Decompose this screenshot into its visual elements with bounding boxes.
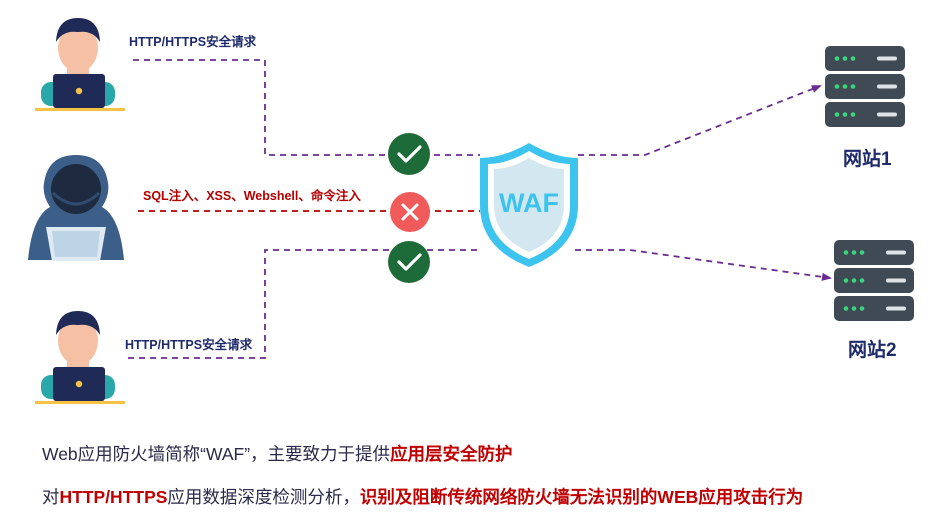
bottom-request-label: HTTP/HTTPS安全请求 xyxy=(125,338,253,352)
site-1-label: 网站1 xyxy=(843,149,892,170)
caption-line-2: 对HTTP/HTTPS应用数据深度检测分析，识别及阻断传统网络防火墙无法识别的W… xyxy=(42,484,803,509)
server-2-icon xyxy=(834,240,914,321)
user-bottom-icon xyxy=(35,311,125,404)
caption-2-emphasis-2: 识别及阻断传统网络防火墙无法识别的WEB应用攻击行为 xyxy=(359,487,804,507)
allow-check-top-icon xyxy=(388,133,430,175)
attack-label: SQL注入、XSS、Webshell、命令注入 xyxy=(143,189,361,203)
caption-2-text-b: 应用数据深度检测分析， xyxy=(167,487,360,507)
server-1-icon xyxy=(825,46,905,127)
hacker-icon xyxy=(28,155,124,261)
caption-line-1: Web应用防火墙简称“WAF”，主要致力于提供应用层安全防护 xyxy=(42,441,513,466)
top-request-label: HTTP/HTTPS安全请求 xyxy=(129,35,257,49)
site1-line xyxy=(578,85,822,156)
caption-1-text: Web应用防火墙简称“WAF”，主要致力于提供 xyxy=(42,444,391,464)
caption-1-emphasis: 应用层安全防护 xyxy=(390,444,513,464)
site2-line xyxy=(575,249,832,281)
top-request-line xyxy=(133,59,480,156)
waf-shield-icon: WAF xyxy=(480,143,578,267)
site-2-label: 网站2 xyxy=(848,340,897,361)
caption-2-text-a: 对 xyxy=(42,487,60,507)
user-top-icon xyxy=(35,18,125,111)
caption-2-emphasis-1: HTTP/HTTPS xyxy=(59,487,168,507)
block-cross-icon xyxy=(390,192,430,232)
allow-check-bottom-icon xyxy=(388,241,430,283)
bottom-request-line xyxy=(128,249,480,359)
waf-label: WAF xyxy=(499,188,559,218)
